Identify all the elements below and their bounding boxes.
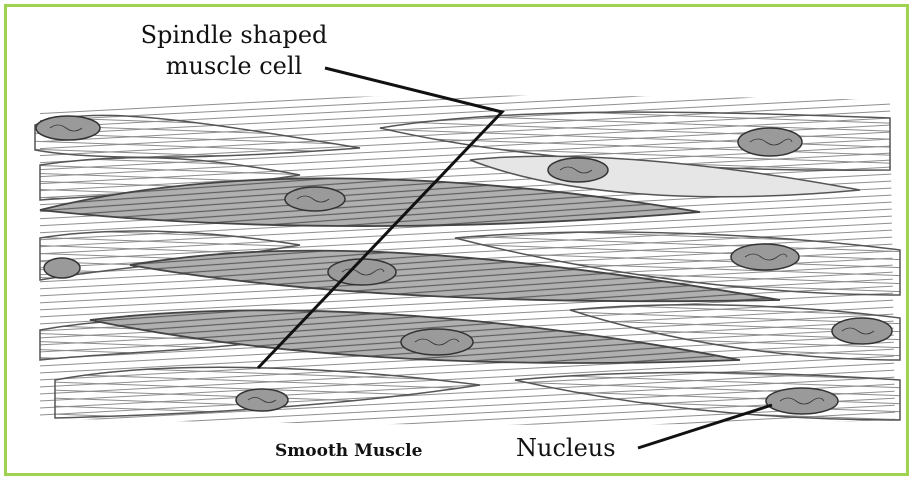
nucleus [731, 244, 799, 270]
spindle-label-line2: muscle cell [118, 51, 350, 82]
nucleus [285, 187, 345, 211]
nucleus [766, 388, 838, 414]
nucleus [738, 128, 802, 156]
nucleus-label: Nucleus [516, 434, 616, 462]
spindle-label-line1: Spindle shaped [118, 20, 350, 51]
nucleus [328, 259, 396, 285]
nucleus [401, 329, 473, 355]
nucleus [548, 158, 608, 182]
diagram-caption: Smooth Muscle [275, 441, 422, 461]
nucleus [832, 318, 892, 344]
spindle-cell-label: Spindle shaped muscle cell [118, 20, 350, 82]
nucleus [36, 116, 100, 140]
nucleus [44, 258, 80, 278]
